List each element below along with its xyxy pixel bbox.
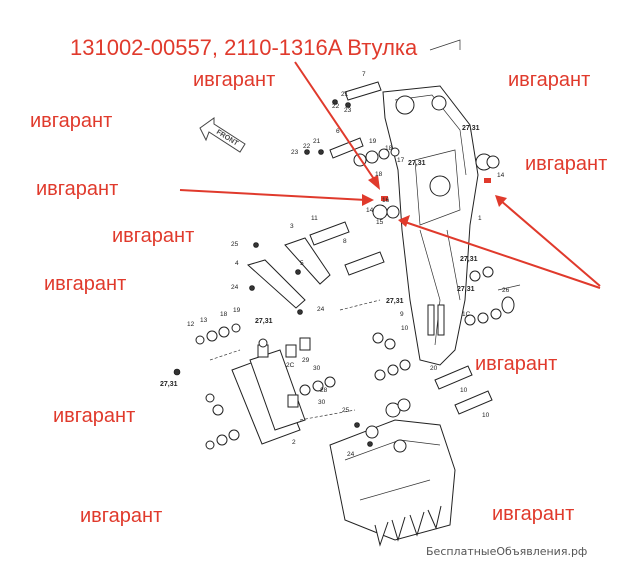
- label-22: 22: [303, 143, 311, 150]
- boom-arm: [382, 85, 479, 366]
- lower-plate-assembly: [173, 337, 311, 445]
- part-number-title: 131002-00557, 2110-1316A Втулка: [70, 35, 418, 60]
- label-30: 30: [318, 399, 326, 406]
- label-16: 16: [382, 197, 390, 204]
- label-18: 18: [375, 171, 383, 178]
- label-27-31: 27,31: [457, 286, 475, 293]
- label-24: 24: [231, 284, 239, 291]
- link-assembly: [246, 237, 331, 315]
- label-13: 13: [200, 317, 208, 324]
- label-24: 24: [347, 451, 355, 458]
- label-15: 15: [376, 219, 384, 226]
- label-21: 21: [313, 138, 321, 145]
- pin-group-top: [304, 81, 382, 159]
- label-25: 25: [231, 241, 239, 248]
- label-5: 5: [300, 260, 304, 267]
- watermark-text: ивгарант: [112, 225, 194, 247]
- annotation-arrows: [179, 61, 601, 289]
- watermark-text: ивгарант: [525, 153, 607, 175]
- label-1c: 1C: [462, 311, 471, 318]
- pin-group-middle: [309, 221, 385, 276]
- label-10: 10: [482, 412, 490, 419]
- site-credit: БесплатныеОбъявления.рф: [426, 545, 587, 558]
- label-2c: 2C: [286, 362, 295, 369]
- label-12: 12: [187, 321, 195, 328]
- label-27-31: 27,31: [255, 318, 273, 325]
- label-8: 8: [343, 238, 347, 245]
- label-23: 23: [344, 107, 352, 114]
- label-18: 18: [385, 145, 393, 152]
- label-22: 22: [332, 103, 340, 110]
- label-27-31: 27,31: [408, 160, 426, 167]
- label-10: 10: [460, 387, 468, 394]
- watermark-text: ивгарант: [508, 69, 590, 91]
- bushing-group-upper: [353, 147, 500, 220]
- label-2: 2: [292, 439, 296, 446]
- label-14: 14: [497, 172, 505, 179]
- label-3: 3: [290, 223, 294, 230]
- label-27-31: 27,31: [160, 381, 178, 388]
- label-19: 19: [233, 307, 241, 314]
- label-4: 4: [235, 260, 239, 267]
- label-1: 1: [478, 215, 482, 222]
- washer-stack-right: [372, 266, 515, 415]
- label-19: 19: [369, 138, 377, 145]
- watermark-text: ивгарант: [53, 405, 135, 427]
- label-21: 21: [341, 91, 349, 98]
- part-number-labels: 7 21 22 23 21 22 23 6 19 18 17 18 27,31 …: [160, 71, 510, 458]
- watermark-text: ивгарант: [30, 110, 112, 132]
- watermark-text: ивгарант: [475, 353, 557, 375]
- label-9: 9: [400, 311, 404, 318]
- label-25: 25: [342, 407, 350, 414]
- watermark-text: ивгарант: [193, 69, 275, 91]
- label-18: 18: [220, 311, 228, 318]
- watermark-text: ивгарант: [36, 178, 118, 200]
- watermark-text: ивгарант: [44, 273, 126, 295]
- watermark-text: ивгарант: [492, 503, 574, 525]
- watermarks: ивгарант ивгарант ивгарант ивгарант ивга…: [30, 69, 607, 527]
- bushing-highlight-b: [484, 178, 491, 183]
- label-11: 11: [311, 215, 318, 222]
- label-7: 7: [362, 71, 366, 78]
- label-27-31: 27,31: [386, 298, 404, 305]
- label-20: 20: [430, 365, 438, 372]
- bushing-highlight-a: [381, 196, 388, 201]
- label-27-31: 27,31: [460, 256, 478, 263]
- label-23: 23: [291, 149, 299, 156]
- front-direction-arrow: FRONT: [199, 117, 246, 153]
- label-24: 24: [317, 306, 325, 313]
- label-26: 26: [502, 287, 510, 294]
- label-17: 17: [397, 157, 405, 164]
- label-27-31: 27,31: [462, 125, 480, 132]
- leader-lines: [209, 39, 521, 421]
- bucket: [329, 398, 456, 547]
- label-28: 28: [320, 387, 328, 394]
- label-30: 30: [313, 365, 321, 372]
- label-10: 10: [401, 325, 409, 332]
- label-14: 14: [366, 207, 374, 214]
- label-6: 6: [336, 128, 340, 135]
- watermark-text: ивгарант: [80, 505, 162, 527]
- washer-stack-left: [195, 323, 336, 450]
- label-29: 29: [302, 357, 310, 364]
